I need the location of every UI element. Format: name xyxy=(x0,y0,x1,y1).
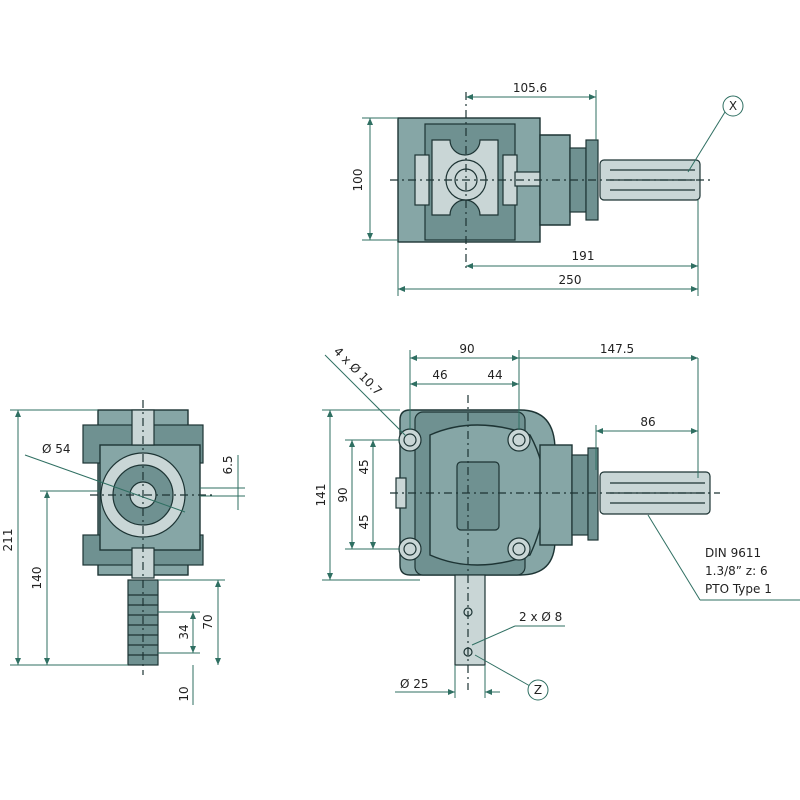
dim-10: 10 xyxy=(177,686,191,701)
dim-54: Ø 54 xyxy=(42,442,71,456)
pin-holes-label: 2 x Ø 8 xyxy=(519,610,562,624)
holes-label: 4 x Ø 10.7 xyxy=(331,344,385,398)
dim-46: 46 xyxy=(432,368,447,382)
pto-standard: DIN 9611 xyxy=(705,546,761,560)
top-view: 105.6 100 191 250 X xyxy=(351,81,744,296)
dim-147-5: 147.5 xyxy=(600,342,634,356)
dim-25: Ø 25 xyxy=(400,677,429,691)
dim-90-vertical: 90 xyxy=(336,487,350,502)
dim-211: 211 xyxy=(1,529,15,552)
dim-34: 34 xyxy=(177,624,191,639)
callout-x: X xyxy=(729,99,737,113)
dim-140: 140 xyxy=(30,567,44,590)
dim-44: 44 xyxy=(487,368,502,382)
dim-250: 250 xyxy=(559,273,582,287)
dim-45-lower: 45 xyxy=(357,514,371,529)
pto-spline: 1.3/8” z: 6 xyxy=(705,564,768,578)
dim-45-upper: 45 xyxy=(357,459,371,474)
dim-100: 100 xyxy=(351,169,365,192)
dim-191: 191 xyxy=(572,249,595,263)
dim-70: 70 xyxy=(201,614,215,629)
dim-86: 86 xyxy=(640,415,655,429)
dim-6-5: 6.5 xyxy=(221,455,235,474)
dim-141: 141 xyxy=(314,484,328,507)
front-view: 90 46 44 147.5 86 4 x Ø 10.7 141 90 45 4… xyxy=(314,342,800,701)
pto-type: PTO Type 1 xyxy=(705,582,772,596)
dim-105-6: 105.6 xyxy=(513,81,547,95)
dim-90: 90 xyxy=(459,342,474,356)
side-view: 211 140 70 34 10 Ø 54 6.5 xyxy=(1,400,245,705)
callout-z: Z xyxy=(534,683,542,697)
